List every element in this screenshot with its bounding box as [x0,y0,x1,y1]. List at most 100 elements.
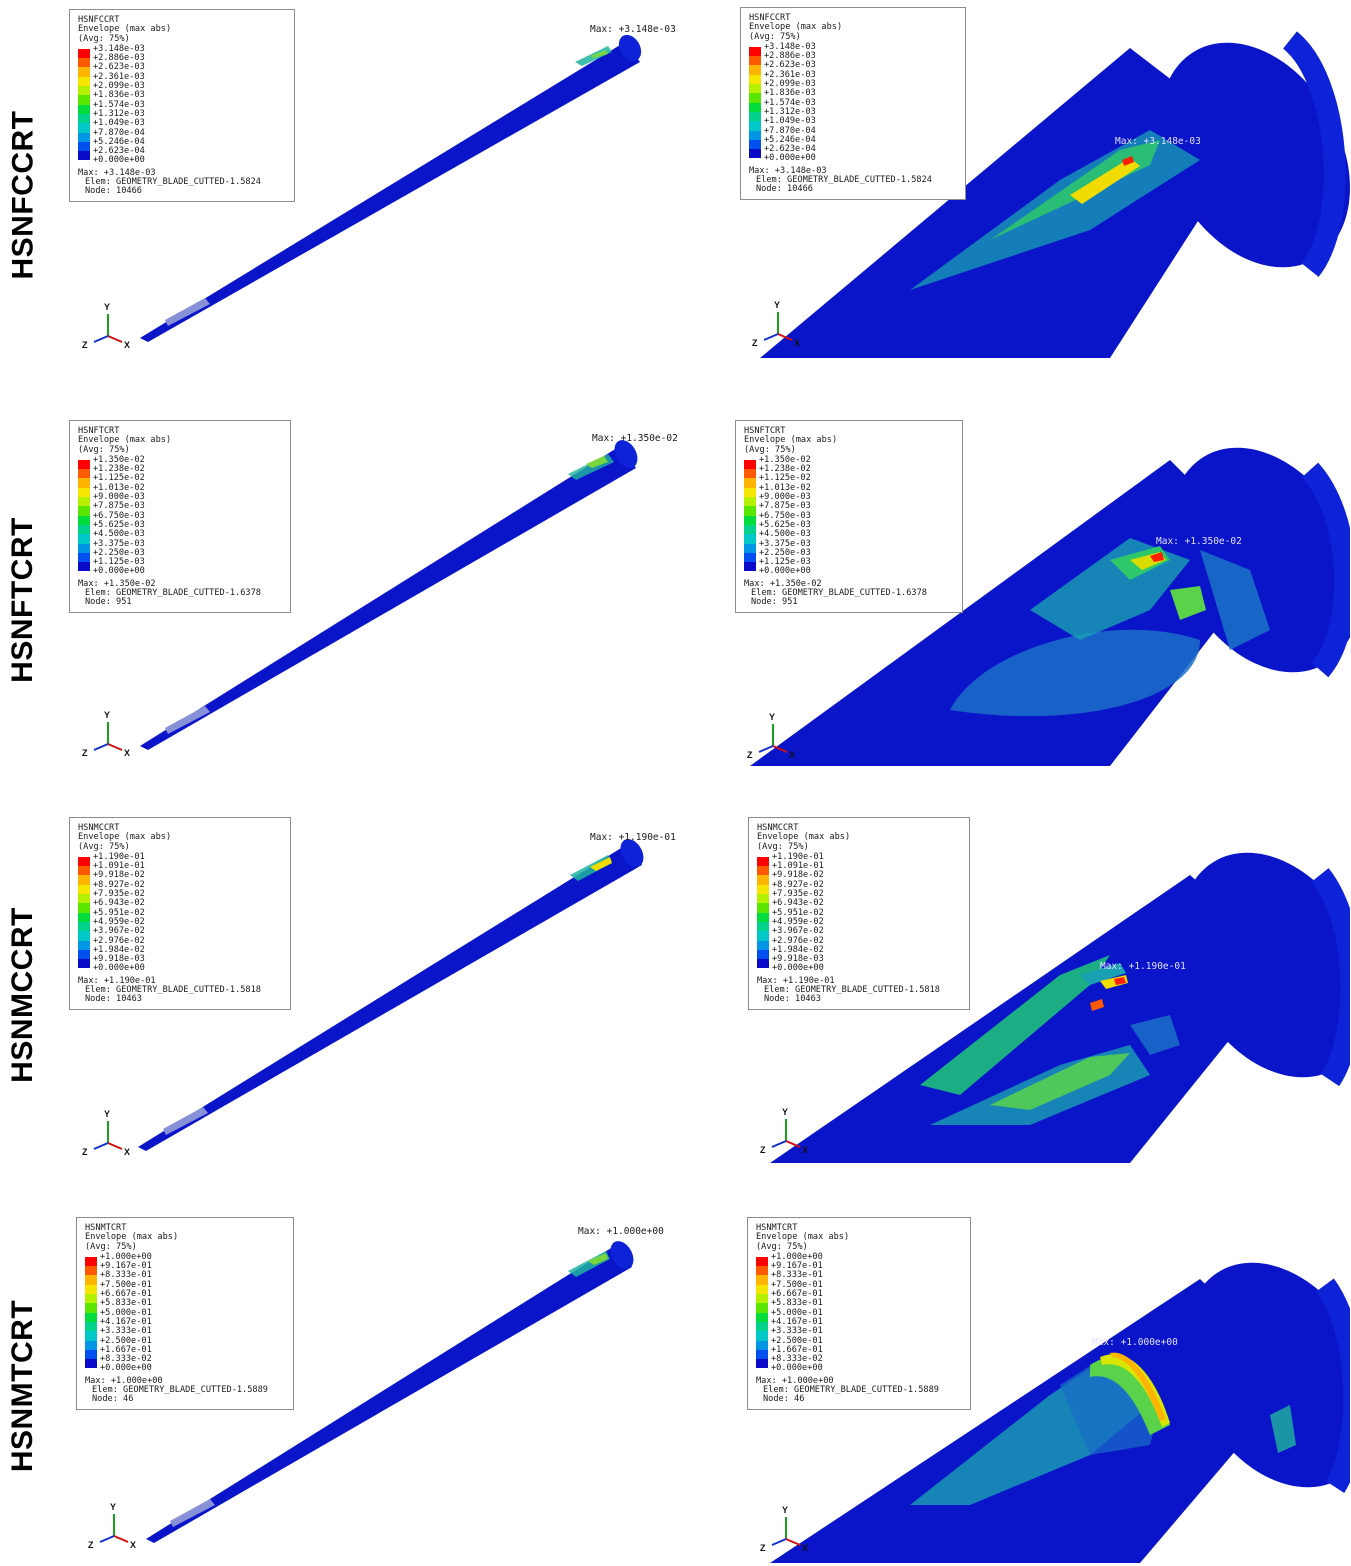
axis-z-label: Z [747,750,753,760]
color-scale-swatch [85,1349,97,1360]
color-scale-bar [756,1256,768,1374]
color-scale-swatch [78,141,90,152]
blade-render [140,34,642,342]
color-scale-bar [85,1256,97,1374]
legend-tick-value: +7.875e-03 [93,501,145,512]
legend-tick-value: +5.000e-01 [771,1307,823,1318]
legend-envelope: Envelope (max abs) [78,832,172,843]
legend-tick-value: +8.333e-01 [100,1270,152,1281]
color-scale-swatch [78,949,90,960]
legend-elem: Elem: GEOMETRY_BLADE_CUTTED-1.5889 [92,1385,268,1396]
max-marker-label: Max: +1.000e+00 [578,1226,664,1237]
color-scale-swatch [744,524,756,535]
legend-tick-value: +6.943e-02 [93,898,145,909]
color-scale-swatch [756,1312,768,1322]
legend-tick-value: +5.833e-01 [100,1298,152,1309]
color-scale-swatch [749,139,761,150]
contour-legend: HSNMCCRT Envelope (max abs) (Avg: 75%) +… [748,817,970,1010]
color-scale-swatch [756,1303,768,1313]
legend-tick-value: +0.000e+00 [93,155,145,166]
legend-title: HSNFTCRT [78,426,120,436]
legend-tick-value: +2.250e-03 [93,547,145,558]
blade-render [146,1241,634,1543]
axis-y-label: Y [104,302,111,312]
color-scale-swatch [78,478,90,488]
color-scale-swatch [757,866,769,876]
legend-tick-value: +2.250e-03 [759,547,811,558]
color-scale-swatch [744,506,756,516]
legend-avg: (Avg: 75%) [744,444,796,455]
color-scale-swatch [756,1256,768,1267]
legend-tick-value: +1.013e-02 [759,482,811,493]
color-scale-swatch [78,921,90,932]
color-scale-swatch [78,76,90,87]
color-scale-swatch [78,866,90,876]
axis-y-label: Y [774,300,781,310]
color-scale-swatch [85,1303,97,1313]
color-scale-swatch [756,1266,768,1276]
legend-avg: (Avg: 75%) [757,841,809,852]
full-blade-view: HSNFTCRT Envelope (max abs) (Avg: 75%) +… [60,410,680,790]
color-scale-swatch [744,469,756,479]
legend-tick-value: +9.918e-02 [772,870,824,881]
legend-ticks: +3.148e-03+2.886e-03+2.623e-03+2.361e-03… [764,42,816,164]
legend-node: Node: 10463 [85,994,142,1005]
axis-z-label: Z [752,338,758,348]
legend-tick-value: +1.984e-02 [93,944,145,955]
color-scale-swatch [757,903,769,913]
legend-tick-value: +0.000e+00 [772,963,824,974]
axis-x-label: X [124,1147,131,1157]
legend-tick-value: +5.246e-04 [764,134,816,145]
blade-render [138,839,644,1151]
color-scale-swatch [78,459,90,470]
color-scale-swatch [85,1256,97,1267]
color-scale-swatch [85,1275,97,1285]
result-row-1: HSNFCCRT HSNFCCRT Envelope (max abs) (Av… [0,0,1351,390]
legend-tick-value: +1.125e-02 [93,473,145,484]
color-scale-swatch [85,1359,97,1369]
blade-render [770,1262,1350,1563]
color-scale-swatch [757,940,769,950]
color-scale-swatch [85,1340,97,1350]
legend-tick-value: +3.333e-01 [771,1326,823,1337]
axis-x-label: X [124,748,131,758]
legend-tick-value: +4.959e-02 [93,916,145,927]
legend-tick-value: +2.623e-03 [93,62,145,73]
legend-tick-value: +5.625e-03 [759,519,811,530]
legend-ticks: +3.148e-03+2.886e-03+2.623e-03+2.361e-03… [93,44,145,166]
blade-render [750,447,1350,766]
legend-tick-value: +7.870e-04 [764,125,816,136]
legend-ticks: +1.350e-02+1.238e-02+1.125e-02+1.013e-02… [759,455,811,577]
legend-tick-value: +5.246e-04 [93,136,145,147]
legend-elem: Elem: GEOMETRY_BLADE_CUTTED-1.5889 [763,1385,939,1396]
legend-max: Max: +1.350e-02 [744,578,822,589]
legend-ticks: +1.350e-02+1.238e-02+1.125e-02+1.013e-02… [93,455,145,577]
color-scale-bar [749,46,761,164]
legend-tick-value: +1.049e-03 [93,118,145,129]
legend-tick-value: +2.976e-02 [772,935,824,946]
legend-envelope: Envelope (max abs) [757,832,851,843]
legend-envelope: Envelope (max abs) [744,435,838,446]
legend-node: Node: 10463 [764,994,821,1005]
legend-avg: (Avg: 75%) [85,1241,137,1252]
legend-tick-value: +6.750e-03 [93,510,145,521]
legend-tick-value: +0.000e+00 [100,1363,152,1374]
axis-triad-icon: Y Z X [758,1503,818,1553]
legend-max: Max: +1.000e+00 [85,1375,163,1386]
legend-tick-value: +7.875e-03 [759,501,811,512]
legend-tick-value: +5.625e-03 [93,519,145,530]
color-scale-swatch [78,959,90,969]
color-scale-swatch [85,1266,97,1276]
legend-tick-value: +3.967e-02 [93,926,145,937]
legend-tick-value: +1.238e-02 [759,464,811,475]
legend-tick-value: +6.750e-03 [759,510,811,521]
color-scale-swatch [756,1275,768,1285]
legend-tick-value: +1.091e-01 [772,861,824,872]
result-row-4: HSNMTCRT HSNMTCRT Envelope (max abs) (Av… [0,1205,1351,1566]
legend-ticks: +1.000e+00+9.167e-01+8.333e-01+7.500e-01… [771,1252,823,1374]
zoomed-tip-view: HSNFCCRT Envelope (max abs) (Avg: 75%) +… [730,0,1350,390]
color-scale-swatch [749,121,761,131]
legend-envelope: Envelope (max abs) [749,22,843,33]
color-scale-swatch [78,104,90,114]
color-scale-swatch [757,921,769,932]
